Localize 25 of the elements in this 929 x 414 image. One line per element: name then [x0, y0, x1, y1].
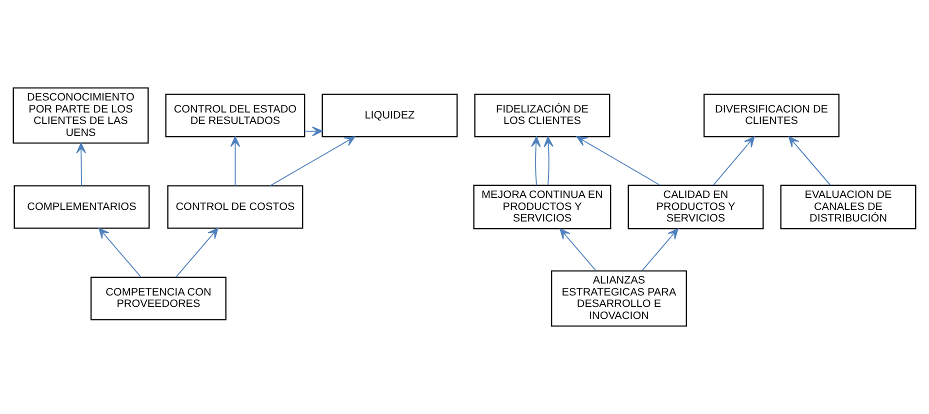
- arrow: [788, 136, 831, 186]
- node-box: LIQUIDEZ: [322, 94, 458, 138]
- arrow: [175, 228, 218, 278]
- arrow: [98, 228, 142, 278]
- arrow: [544, 136, 554, 186]
- arrow: [531, 136, 541, 186]
- node-box: DIVERSIFICACION DE CLIENTES: [704, 94, 840, 138]
- arrow: [576, 136, 661, 186]
- node-box: COMPLEMENTARIOS: [14, 185, 150, 229]
- node-box: EVALUACION DE CANALES DE DISTRIBUCIÓN: [780, 184, 916, 230]
- node-box: CONTROL DEL ESTADO DE RESULTADOS: [165, 94, 306, 138]
- node-box: FIDELIZACIÓN DE LOS CLIENTES: [474, 94, 610, 138]
- arrow: [712, 136, 755, 186]
- node-box: CALIDAD EN PRODUCTOS Y SERVICIOS: [628, 184, 764, 230]
- arrow: [230, 136, 240, 186]
- arrow: [76, 142, 86, 186]
- arrow: [642, 228, 678, 272]
- arrow: [560, 228, 596, 272]
- node-box: MEJORA CONTINUA EN PRODUCTOS Y SERVICIOS: [473, 184, 612, 230]
- node-box: DESCONOCIMIENTO POR PARTE DE LOS CLIENTES DE LAS UENS: [12, 87, 149, 144]
- node-box: ALIANZAS ESTRATEGICAS PARA DESARROLLO E INOVACION: [551, 270, 687, 327]
- arrow: [304, 126, 323, 136]
- arrow: [270, 136, 356, 186]
- node-box: CONTROL DE COSTOS: [167, 185, 304, 229]
- node-box: COMPETENCIA CON PROVEEDORES: [90, 276, 226, 320]
